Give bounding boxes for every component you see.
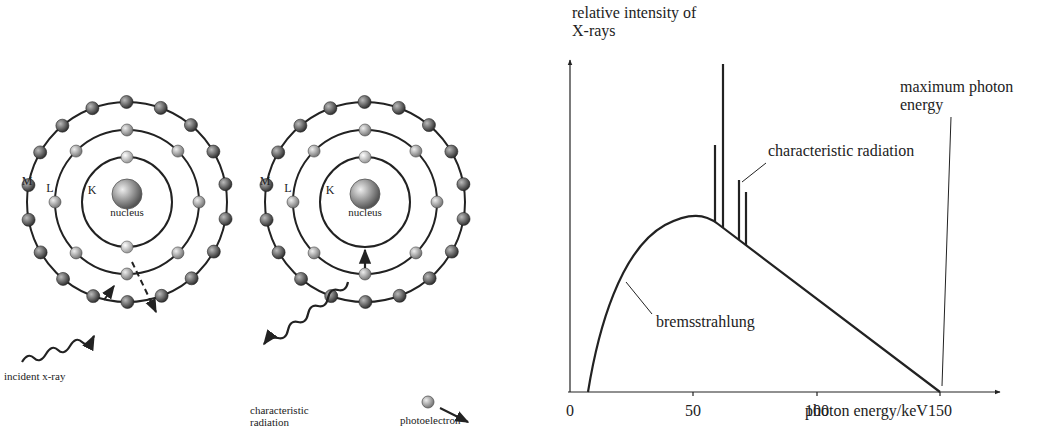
electron — [34, 246, 47, 259]
electron — [172, 247, 184, 259]
electron — [193, 196, 205, 208]
leader-line — [742, 163, 766, 182]
ticks — [693, 392, 940, 396]
electron — [359, 295, 372, 308]
electron — [70, 247, 82, 259]
callout-text: characteristic radiation — [250, 404, 342, 428]
leader-line — [626, 282, 652, 314]
electron — [431, 196, 443, 208]
electron — [457, 212, 470, 225]
part-name: nucleus — [348, 206, 382, 218]
electron — [121, 241, 133, 253]
callout-text: photoelectron — [400, 414, 460, 426]
electron — [172, 145, 184, 157]
electron — [219, 212, 232, 225]
electron — [422, 119, 435, 132]
electron — [272, 246, 285, 259]
electron — [87, 290, 100, 303]
part-name: nucleus — [110, 206, 144, 218]
electron — [154, 101, 167, 114]
k-shell — [82, 157, 172, 247]
arrow — [104, 286, 114, 300]
electron — [184, 119, 197, 132]
electron — [120, 96, 133, 109]
electron — [207, 145, 220, 158]
tick-label: 150 — [928, 402, 952, 420]
y-axis — [569, 60, 570, 392]
shell-letter: L — [284, 182, 291, 195]
electron — [260, 213, 273, 226]
electron — [121, 268, 133, 280]
x-axis — [568, 391, 1000, 392]
m-shell — [27, 102, 227, 302]
shell-letter: M — [260, 175, 271, 188]
nucleus-ball — [112, 179, 142, 209]
shell-letter: K — [326, 184, 335, 197]
electron — [121, 295, 134, 308]
electron — [359, 151, 371, 163]
axis-title: photon energy/keV — [805, 402, 928, 420]
electron — [207, 245, 220, 258]
electron — [392, 101, 405, 114]
tick-label: 50 — [685, 402, 701, 420]
electron — [423, 272, 436, 285]
electron — [272, 146, 285, 159]
electron — [121, 124, 133, 136]
electron — [358, 96, 371, 109]
callout-text: maximum photon energy — [900, 78, 1020, 113]
electron — [295, 272, 308, 285]
electron — [34, 146, 47, 159]
bremsstrahlung-curve — [588, 216, 940, 392]
emitted-wave — [264, 282, 348, 344]
shell-letter: M — [22, 175, 33, 188]
m-shell — [265, 102, 465, 302]
electron — [49, 196, 61, 208]
incident-wave — [22, 336, 94, 362]
electron — [445, 145, 458, 158]
electron — [219, 178, 232, 191]
k-shell — [320, 157, 410, 247]
electron — [410, 145, 422, 157]
callout-text: bremsstrahlung — [656, 313, 755, 331]
electron — [410, 247, 422, 259]
electron — [294, 119, 307, 132]
ejected-arrow — [132, 262, 156, 312]
electron — [308, 145, 320, 157]
electron — [457, 178, 470, 191]
electron — [155, 289, 168, 302]
electron — [56, 119, 69, 132]
leader-line — [942, 117, 951, 386]
shell-letter: L — [46, 182, 53, 195]
electron — [359, 124, 371, 136]
photoelectron-ball — [422, 396, 434, 408]
electron — [393, 289, 406, 302]
shell-letter: K — [88, 184, 97, 197]
electron — [324, 102, 337, 115]
tick-label: 0 — [566, 402, 574, 420]
electron — [22, 213, 35, 226]
characteristic-lines — [715, 64, 746, 245]
l-shell — [293, 130, 437, 274]
callout-text: characteristic radiation — [768, 142, 914, 160]
electron — [86, 102, 99, 115]
axis-title: relative intensity of X-rays — [572, 4, 702, 39]
transition-arrow — [364, 250, 366, 268]
electron — [445, 245, 458, 258]
nucleus-ball — [350, 179, 380, 209]
callout-text: incident x-ray — [4, 370, 66, 382]
electron — [70, 145, 82, 157]
electron — [287, 196, 299, 208]
l-shell — [55, 130, 199, 274]
electron — [308, 247, 320, 259]
electron — [185, 272, 198, 285]
electron — [359, 268, 371, 280]
electron — [121, 151, 133, 163]
electron — [57, 272, 70, 285]
